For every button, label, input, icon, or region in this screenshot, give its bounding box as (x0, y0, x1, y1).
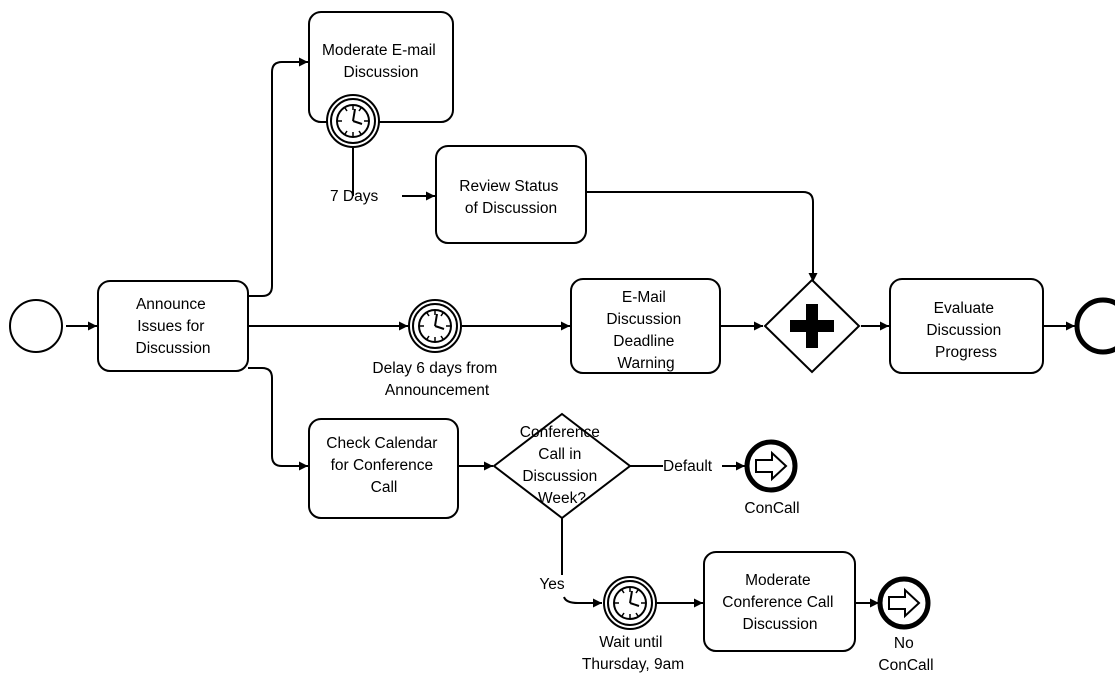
default-flow-label: Default (663, 458, 713, 475)
task-label: Check Calendar for Conference Call (326, 435, 441, 496)
wait-timer-label: Wait until Thursday, 9am (582, 634, 684, 673)
task-moderate-email: Moderate E-mail Discussion (308, 11, 454, 123)
gateway-question-label: Conference Call in Discussion Week? (520, 424, 604, 507)
no-concall-end-label: No ConCall (878, 635, 933, 674)
task-evaluate: Evaluate Discussion Progress (889, 278, 1044, 374)
yes-flow-label: Yes (539, 576, 565, 593)
task-label: Moderate E-mail Discussion (322, 42, 440, 81)
task-label: Announce Issues for Discussion (136, 296, 211, 357)
message-arrow-icon (755, 450, 788, 482)
concall-end-event (744, 439, 798, 493)
seven-days-label: 7 Days (330, 188, 378, 205)
task-label: E-Mail Discussion Deadline Warning (606, 289, 685, 372)
task-label: Review Status of Discussion (459, 178, 562, 217)
boundary-timer-event (326, 94, 380, 148)
task-label: Evaluate Discussion Progress (926, 300, 1005, 361)
task-label: Moderate Conference Call Discussion (722, 572, 837, 633)
no-concall-end-event (877, 576, 931, 630)
flow-yes-to-wait-timer (563, 596, 602, 608)
task-announce: Announce Issues for Discussion (97, 280, 249, 372)
end-event (1074, 297, 1115, 355)
flow-announce-to-moderate-email (248, 57, 308, 297)
exclusive-decision-gateway: Conference Call in Discussion Week? (492, 412, 632, 520)
flow-announce-to-check-calendar (248, 367, 308, 471)
task-email-warning: E-Mail Discussion Deadline Warning (570, 278, 721, 374)
delay-timer-event (408, 299, 462, 353)
parallel-gateway (763, 278, 861, 374)
clock-icon (336, 104, 370, 138)
clock-icon (613, 586, 647, 620)
delay-timer-label: Delay 6 days from Announcement (372, 360, 501, 399)
wait-timer-event (603, 576, 657, 630)
plus-icon (790, 304, 834, 348)
flow-review-to-join-gateway (587, 191, 818, 282)
clock-icon (418, 309, 452, 343)
concall-end-label: ConCall (744, 500, 799, 517)
task-check-calendar: Check Calendar for Conference Call (308, 418, 459, 519)
task-review-status: Review Status of Discussion (435, 145, 587, 244)
start-event (9, 299, 63, 353)
sequence-flows (66, 57, 1075, 608)
message-arrow-icon (888, 587, 921, 619)
task-moderate-conference: Moderate Conference Call Discussion (703, 551, 856, 652)
